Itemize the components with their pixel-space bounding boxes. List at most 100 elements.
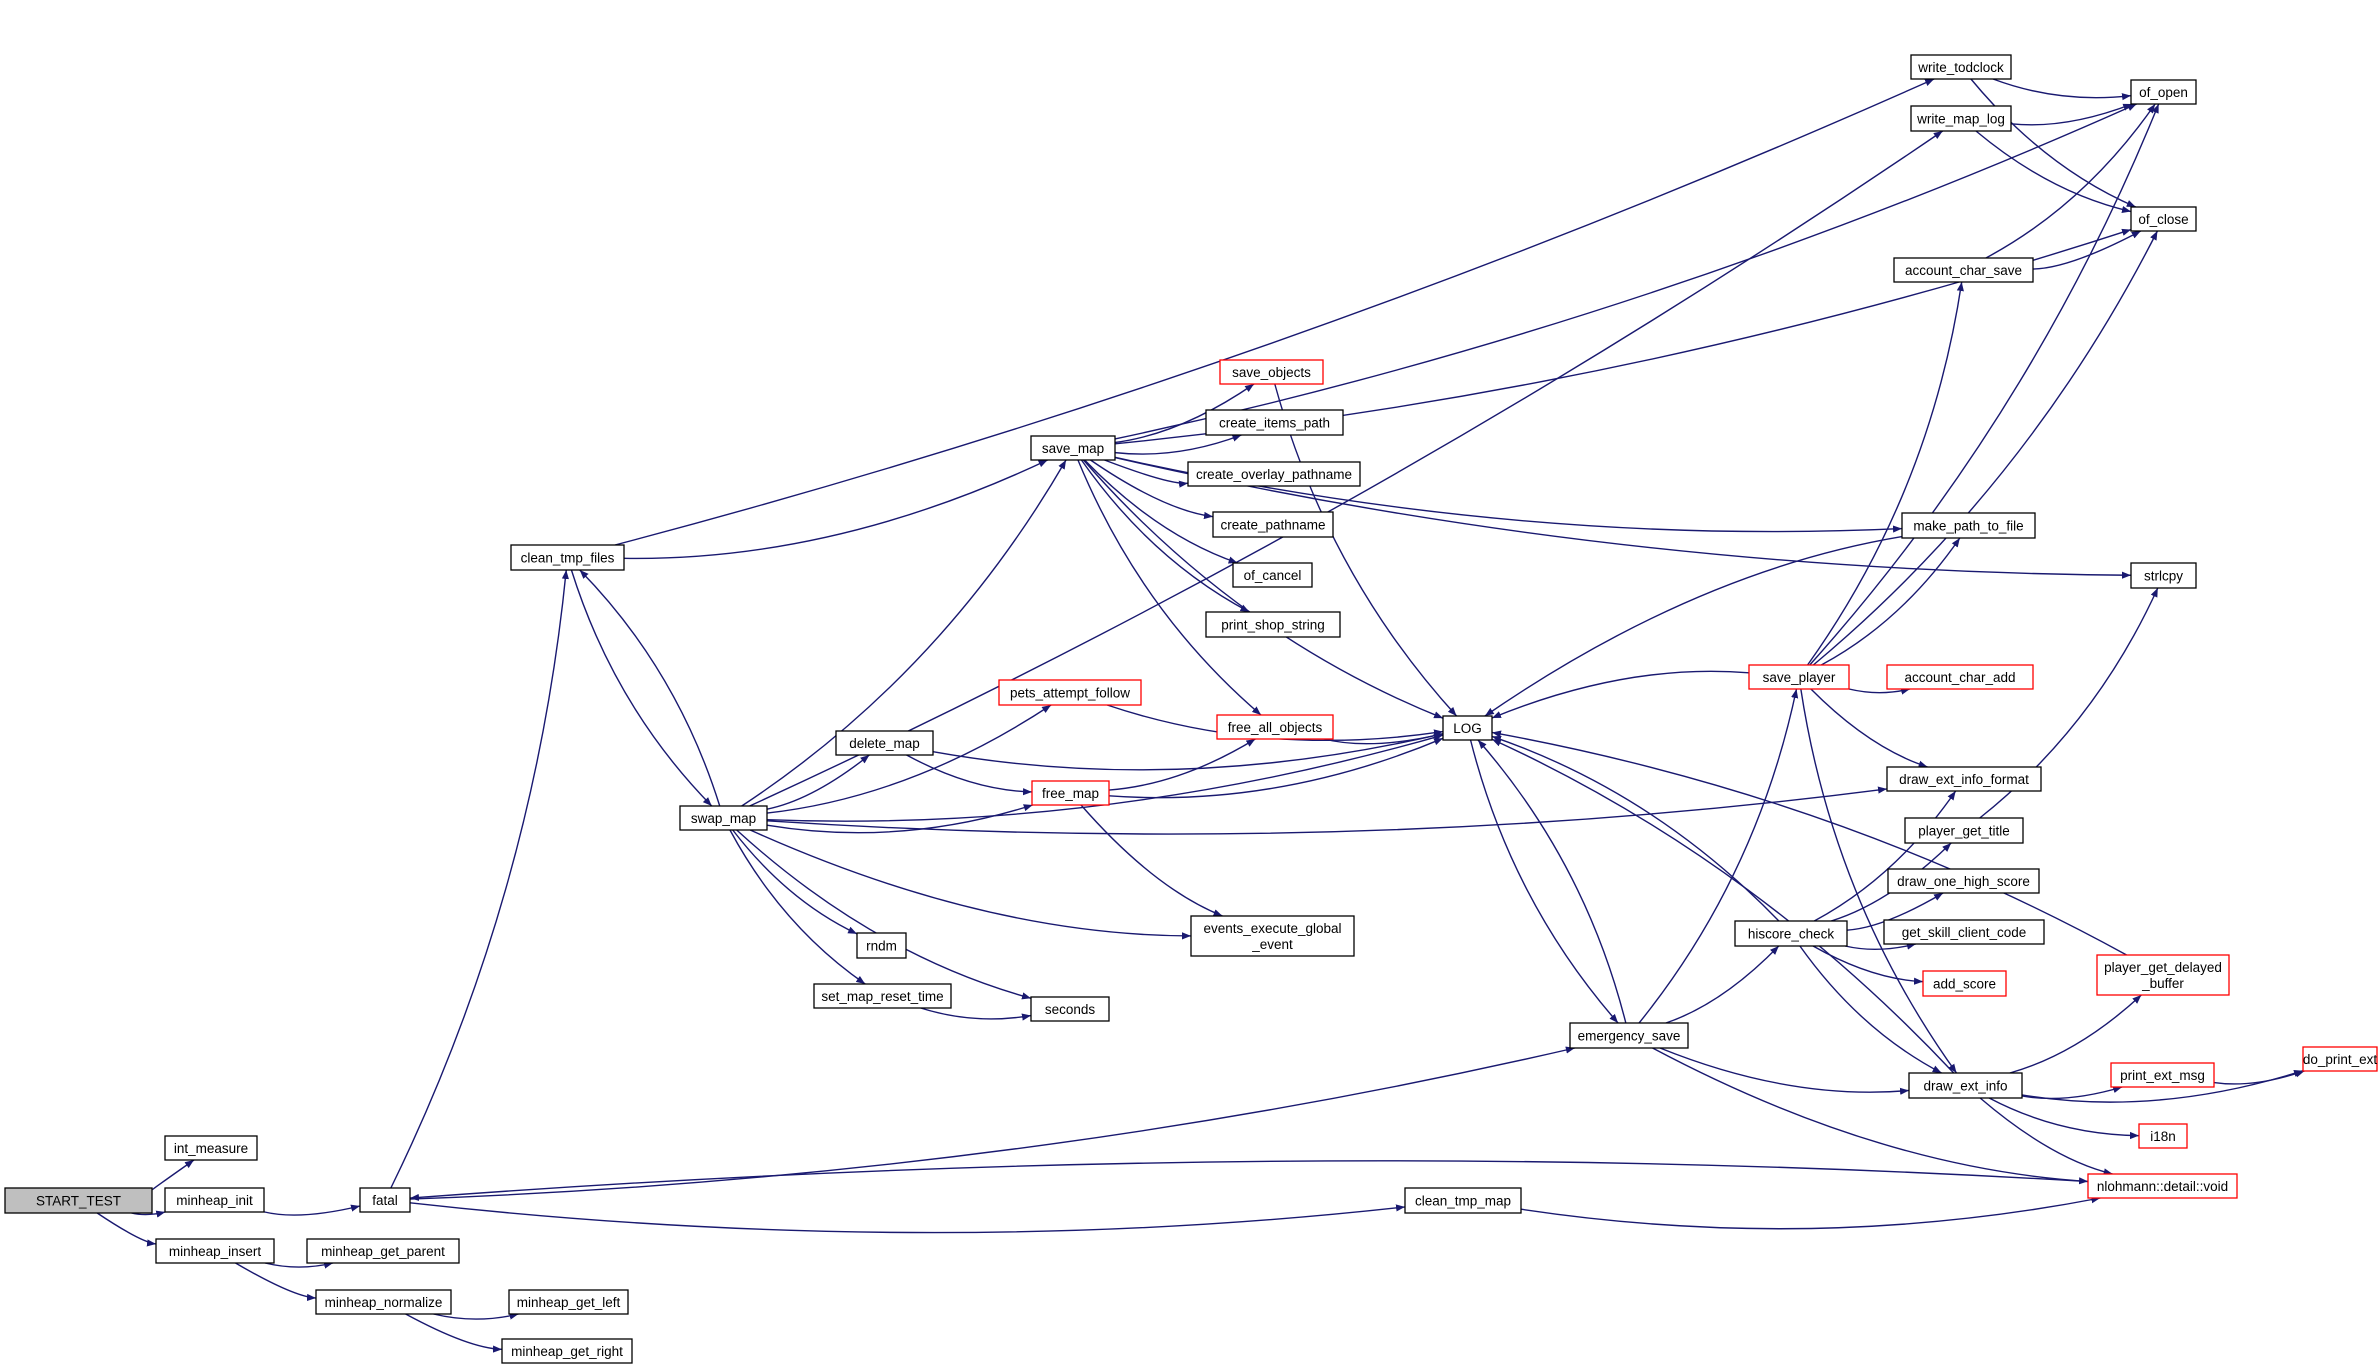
node-draw_ext_info[interactable]: draw_ext_info [1908,1072,2023,1099]
node-box-events_execute_global_event[interactable] [1190,915,1355,957]
node-box-print_ext_msg[interactable] [2110,1062,2215,1088]
node-box-do_print_ext[interactable] [2302,1046,2378,1072]
node-box-player_get_delayed_buffer[interactable] [2096,954,2230,996]
node-free_all_objects[interactable]: free_all_objects [1216,714,1334,740]
node-make_path_to_file[interactable]: make_path_to_file [1901,512,2036,539]
node-swap_map[interactable]: swap_map [679,805,768,831]
node-save_objects[interactable]: save_objects [1219,359,1324,385]
node-box-minheap_normalize[interactable] [315,1289,452,1315]
node-box-player_get_title[interactable] [1904,817,2024,844]
node-strlcpy[interactable]: strlcpy [2130,562,2197,589]
node-pets_attempt_follow[interactable]: pets_attempt_follow [998,679,1142,706]
node-write_map_log[interactable]: write_map_log [1910,105,2012,132]
node-add_score[interactable]: add_score [1922,970,2007,997]
node-create_overlay_pathname[interactable]: create_overlay_pathname [1187,461,1361,487]
node-box-swap_map[interactable] [679,805,768,831]
node-box-rndm[interactable] [856,932,907,959]
node-box-save_objects[interactable] [1219,359,1324,385]
node-box-draw_ext_info_format[interactable] [1886,766,2042,792]
node-minheap_normalize[interactable]: minheap_normalize [315,1289,452,1315]
node-box-clean_tmp_files[interactable] [510,544,625,571]
node-free_map[interactable]: free_map [1031,780,1110,806]
node-box-account_char_save[interactable] [1893,257,2034,283]
node-box-create_overlay_pathname[interactable] [1187,461,1361,487]
node-clean_tmp_map[interactable]: clean_tmp_map [1404,1187,1522,1214]
node-i18n[interactable]: i18n [2138,1123,2188,1149]
node-box-clean_tmp_map[interactable] [1404,1187,1522,1214]
node-box-seconds[interactable] [1030,996,1110,1022]
node-do_print_ext[interactable]: do_print_ext [2302,1046,2378,1072]
node-box-account_char_add[interactable] [1886,664,2034,690]
node-box-free_all_objects[interactable] [1216,714,1334,740]
node-of_open[interactable]: of_open [2130,79,2197,105]
node-create_pathname[interactable]: create_pathname [1212,511,1334,538]
node-box-emergency_save[interactable] [1569,1022,1689,1049]
node-box-of_open[interactable] [2130,79,2197,105]
node-box-set_map_reset_time[interactable] [813,983,952,1009]
node-box-log[interactable] [1442,715,1493,741]
node-fatal[interactable]: fatal [359,1187,411,1213]
node-events_execute_global_event[interactable]: events_execute_global_event [1190,915,1355,957]
node-hiscore_check[interactable]: hiscore_check [1734,920,1848,947]
node-box-hiscore_check[interactable] [1734,920,1848,947]
node-emergency_save[interactable]: emergency_save [1569,1022,1689,1049]
node-player_get_delayed_buffer[interactable]: player_get_delayed_buffer [2096,954,2230,996]
node-box-minheap_get_parent[interactable] [306,1238,460,1264]
node-create_items_path[interactable]: create_items_path [1205,409,1344,436]
node-delete_map[interactable]: delete_map [835,730,934,756]
node-box-minheap_get_left[interactable] [508,1289,629,1315]
node-box-make_path_to_file[interactable] [1901,512,2036,539]
node-minheap_get_left[interactable]: minheap_get_left [508,1289,629,1315]
node-write_todclock[interactable]: write_todclock [1910,54,2012,80]
node-print_shop_string[interactable]: print_shop_string [1205,611,1341,638]
node-clean_tmp_files[interactable]: clean_tmp_files [510,544,625,571]
node-nlohmann_detail_void[interactable]: nlohmann::detail::void [2087,1173,2238,1199]
node-box-draw_one_high_score[interactable] [1887,868,2040,894]
node-player_get_title[interactable]: player_get_title [1904,817,2024,844]
node-of_cancel[interactable]: of_cancel [1232,562,1313,588]
node-minheap_get_parent[interactable]: minheap_get_parent [306,1238,460,1264]
node-box-write_map_log[interactable] [1910,105,2012,132]
node-box-fatal[interactable] [359,1187,411,1213]
node-box-save_map[interactable] [1030,435,1116,461]
node-box-of_cancel[interactable] [1232,562,1313,588]
node-box-strlcpy[interactable] [2130,562,2197,589]
node-draw_ext_info_format[interactable]: draw_ext_info_format [1886,766,2042,792]
node-box-delete_map[interactable] [835,730,934,756]
node-box-get_skill_client_code[interactable] [1883,919,2045,945]
node-save_map[interactable]: save_map [1030,435,1116,461]
node-box-minheap_get_right[interactable] [501,1338,633,1364]
node-box-minheap_insert[interactable] [155,1238,275,1264]
node-box-i18n[interactable] [2138,1123,2188,1149]
node-box-start_test[interactable] [4,1187,153,1214]
node-box-free_map[interactable] [1031,780,1110,806]
node-log[interactable]: LOG [1442,715,1493,741]
node-minheap_insert[interactable]: minheap_insert [155,1238,275,1264]
node-int_measure[interactable]: int_measure [164,1135,258,1161]
node-start_test[interactable]: START_TEST [4,1187,153,1214]
node-box-draw_ext_info[interactable] [1908,1072,2023,1099]
node-draw_one_high_score[interactable]: draw_one_high_score [1887,868,2040,894]
node-get_skill_client_code[interactable]: get_skill_client_code [1883,919,2045,945]
node-box-nlohmann_detail_void[interactable] [2087,1173,2238,1199]
node-box-write_todclock[interactable] [1910,54,2012,80]
node-box-of_close[interactable] [2130,206,2197,232]
node-box-create_items_path[interactable] [1205,409,1344,436]
node-box-print_shop_string[interactable] [1205,611,1341,638]
node-box-save_player[interactable] [1748,664,1850,690]
node-account_char_save[interactable]: account_char_save [1893,257,2034,283]
node-minheap_init[interactable]: minheap_init [164,1187,265,1213]
node-box-int_measure[interactable] [164,1135,258,1161]
node-rndm[interactable]: rndm [856,932,907,959]
node-seconds[interactable]: seconds [1030,996,1110,1022]
node-set_map_reset_time[interactable]: set_map_reset_time [813,983,952,1009]
node-box-minheap_init[interactable] [164,1187,265,1213]
node-box-create_pathname[interactable] [1212,511,1334,538]
node-print_ext_msg[interactable]: print_ext_msg [2110,1062,2215,1088]
node-minheap_get_right[interactable]: minheap_get_right [501,1338,633,1364]
node-save_player[interactable]: save_player [1748,664,1850,690]
node-account_char_add[interactable]: account_char_add [1886,664,2034,690]
node-box-add_score[interactable] [1922,970,2007,997]
node-box-pets_attempt_follow[interactable] [998,679,1142,706]
node-of_close[interactable]: of_close [2130,206,2197,232]
